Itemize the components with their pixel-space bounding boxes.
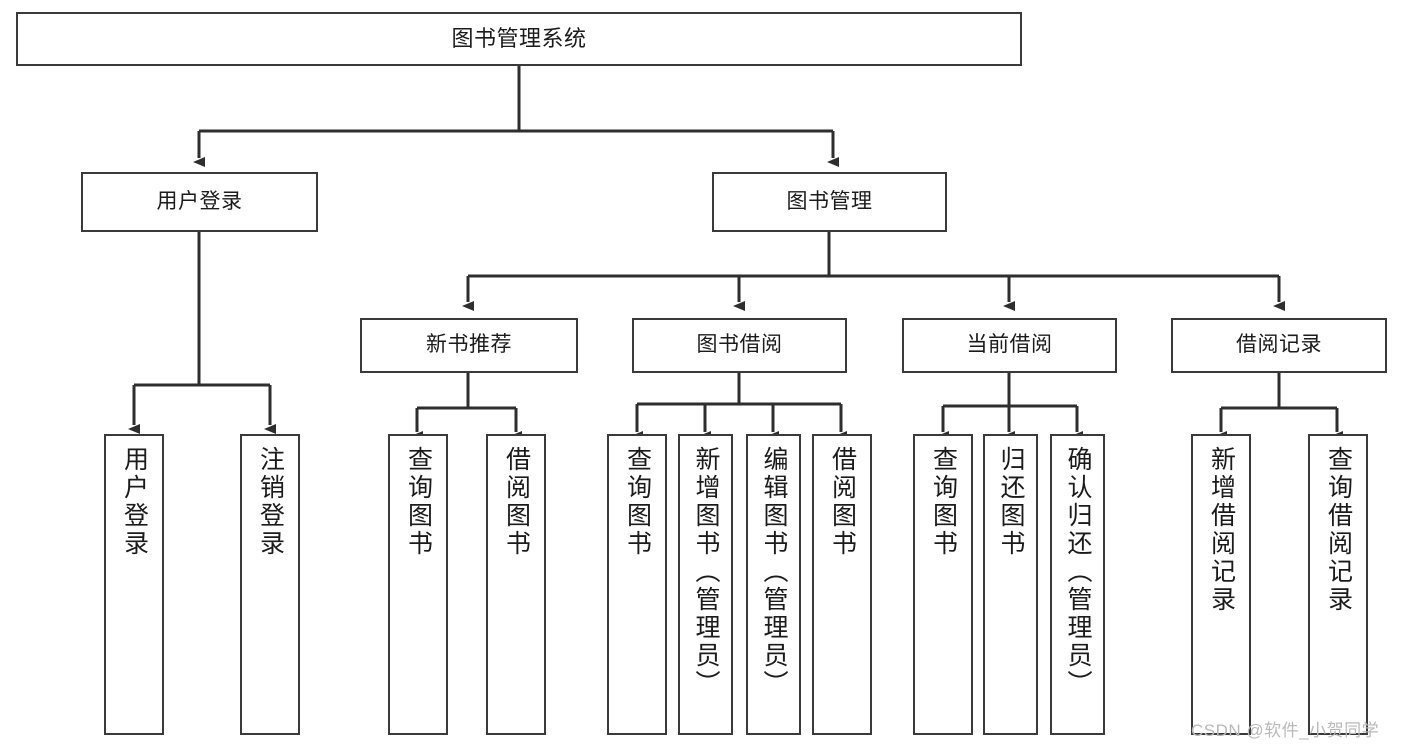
- leaf-query-book-borrow[interactable]: 查询图书: [607, 434, 667, 735]
- node-label: 编辑图书（管理员）: [760, 446, 788, 698]
- node-label: 借阅图书: [828, 446, 857, 558]
- node-book-management[interactable]: 图书管理: [712, 172, 947, 232]
- node-label: 用户登录: [156, 189, 243, 213]
- node-label: 图书借阅: [696, 333, 783, 357]
- leaf-borrow-book[interactable]: 借阅图书: [812, 434, 872, 735]
- node-label: 查询图书: [929, 446, 958, 558]
- node-current-borrow[interactable]: 当前借阅: [902, 318, 1117, 373]
- node-label: 查询图书: [623, 446, 652, 558]
- node-label: 查询借阅记录: [1324, 446, 1353, 614]
- leaf-user-logout[interactable]: 注销登录: [240, 434, 300, 735]
- node-label: 新增图书（管理员）: [692, 446, 720, 698]
- leaf-add-borrow-record[interactable]: 新增借阅记录: [1191, 434, 1251, 735]
- node-label: 确认归还（管理员）: [1064, 446, 1092, 698]
- leaf-edit-book-admin[interactable]: 编辑图书（管理员）: [746, 434, 801, 735]
- node-label: 查询图书: [404, 446, 433, 558]
- node-label: 用户登录: [120, 446, 149, 558]
- leaf-add-book-admin[interactable]: 新增图书（管理员）: [678, 434, 733, 735]
- node-label: 图书管理: [786, 189, 873, 213]
- node-label: 注销登录: [256, 446, 285, 558]
- node-new-book-recommendation[interactable]: 新书推荐: [360, 318, 578, 373]
- node-label: 新书推荐: [426, 333, 512, 357]
- node-book-borrow[interactable]: 图书借阅: [632, 318, 847, 373]
- node-label: 借阅图书: [502, 446, 531, 558]
- leaf-query-book-current[interactable]: 查询图书: [913, 434, 973, 735]
- leaf-query-borrow-record[interactable]: 查询借阅记录: [1308, 434, 1368, 735]
- leaf-borrow-book-new[interactable]: 借阅图书: [486, 434, 546, 735]
- leaf-query-book-new[interactable]: 查询图书: [388, 434, 448, 735]
- leaf-user-login[interactable]: 用户登录: [104, 434, 164, 735]
- node-label: 当前借阅: [966, 333, 1053, 357]
- node-user-login[interactable]: 用户登录: [81, 172, 318, 232]
- node-borrow-record[interactable]: 借阅记录: [1171, 318, 1387, 373]
- node-label: 新增借阅记录: [1207, 446, 1236, 614]
- leaf-return-book[interactable]: 归还图书: [983, 434, 1038, 735]
- node-label: 图书管理系统: [451, 26, 587, 52]
- leaf-confirm-return-admin[interactable]: 确认归还（管理员）: [1050, 434, 1105, 735]
- node-label: 借阅记录: [1236, 333, 1322, 357]
- node-label: 归还图书: [997, 446, 1025, 558]
- node-root-system[interactable]: 图书管理系统: [16, 12, 1022, 66]
